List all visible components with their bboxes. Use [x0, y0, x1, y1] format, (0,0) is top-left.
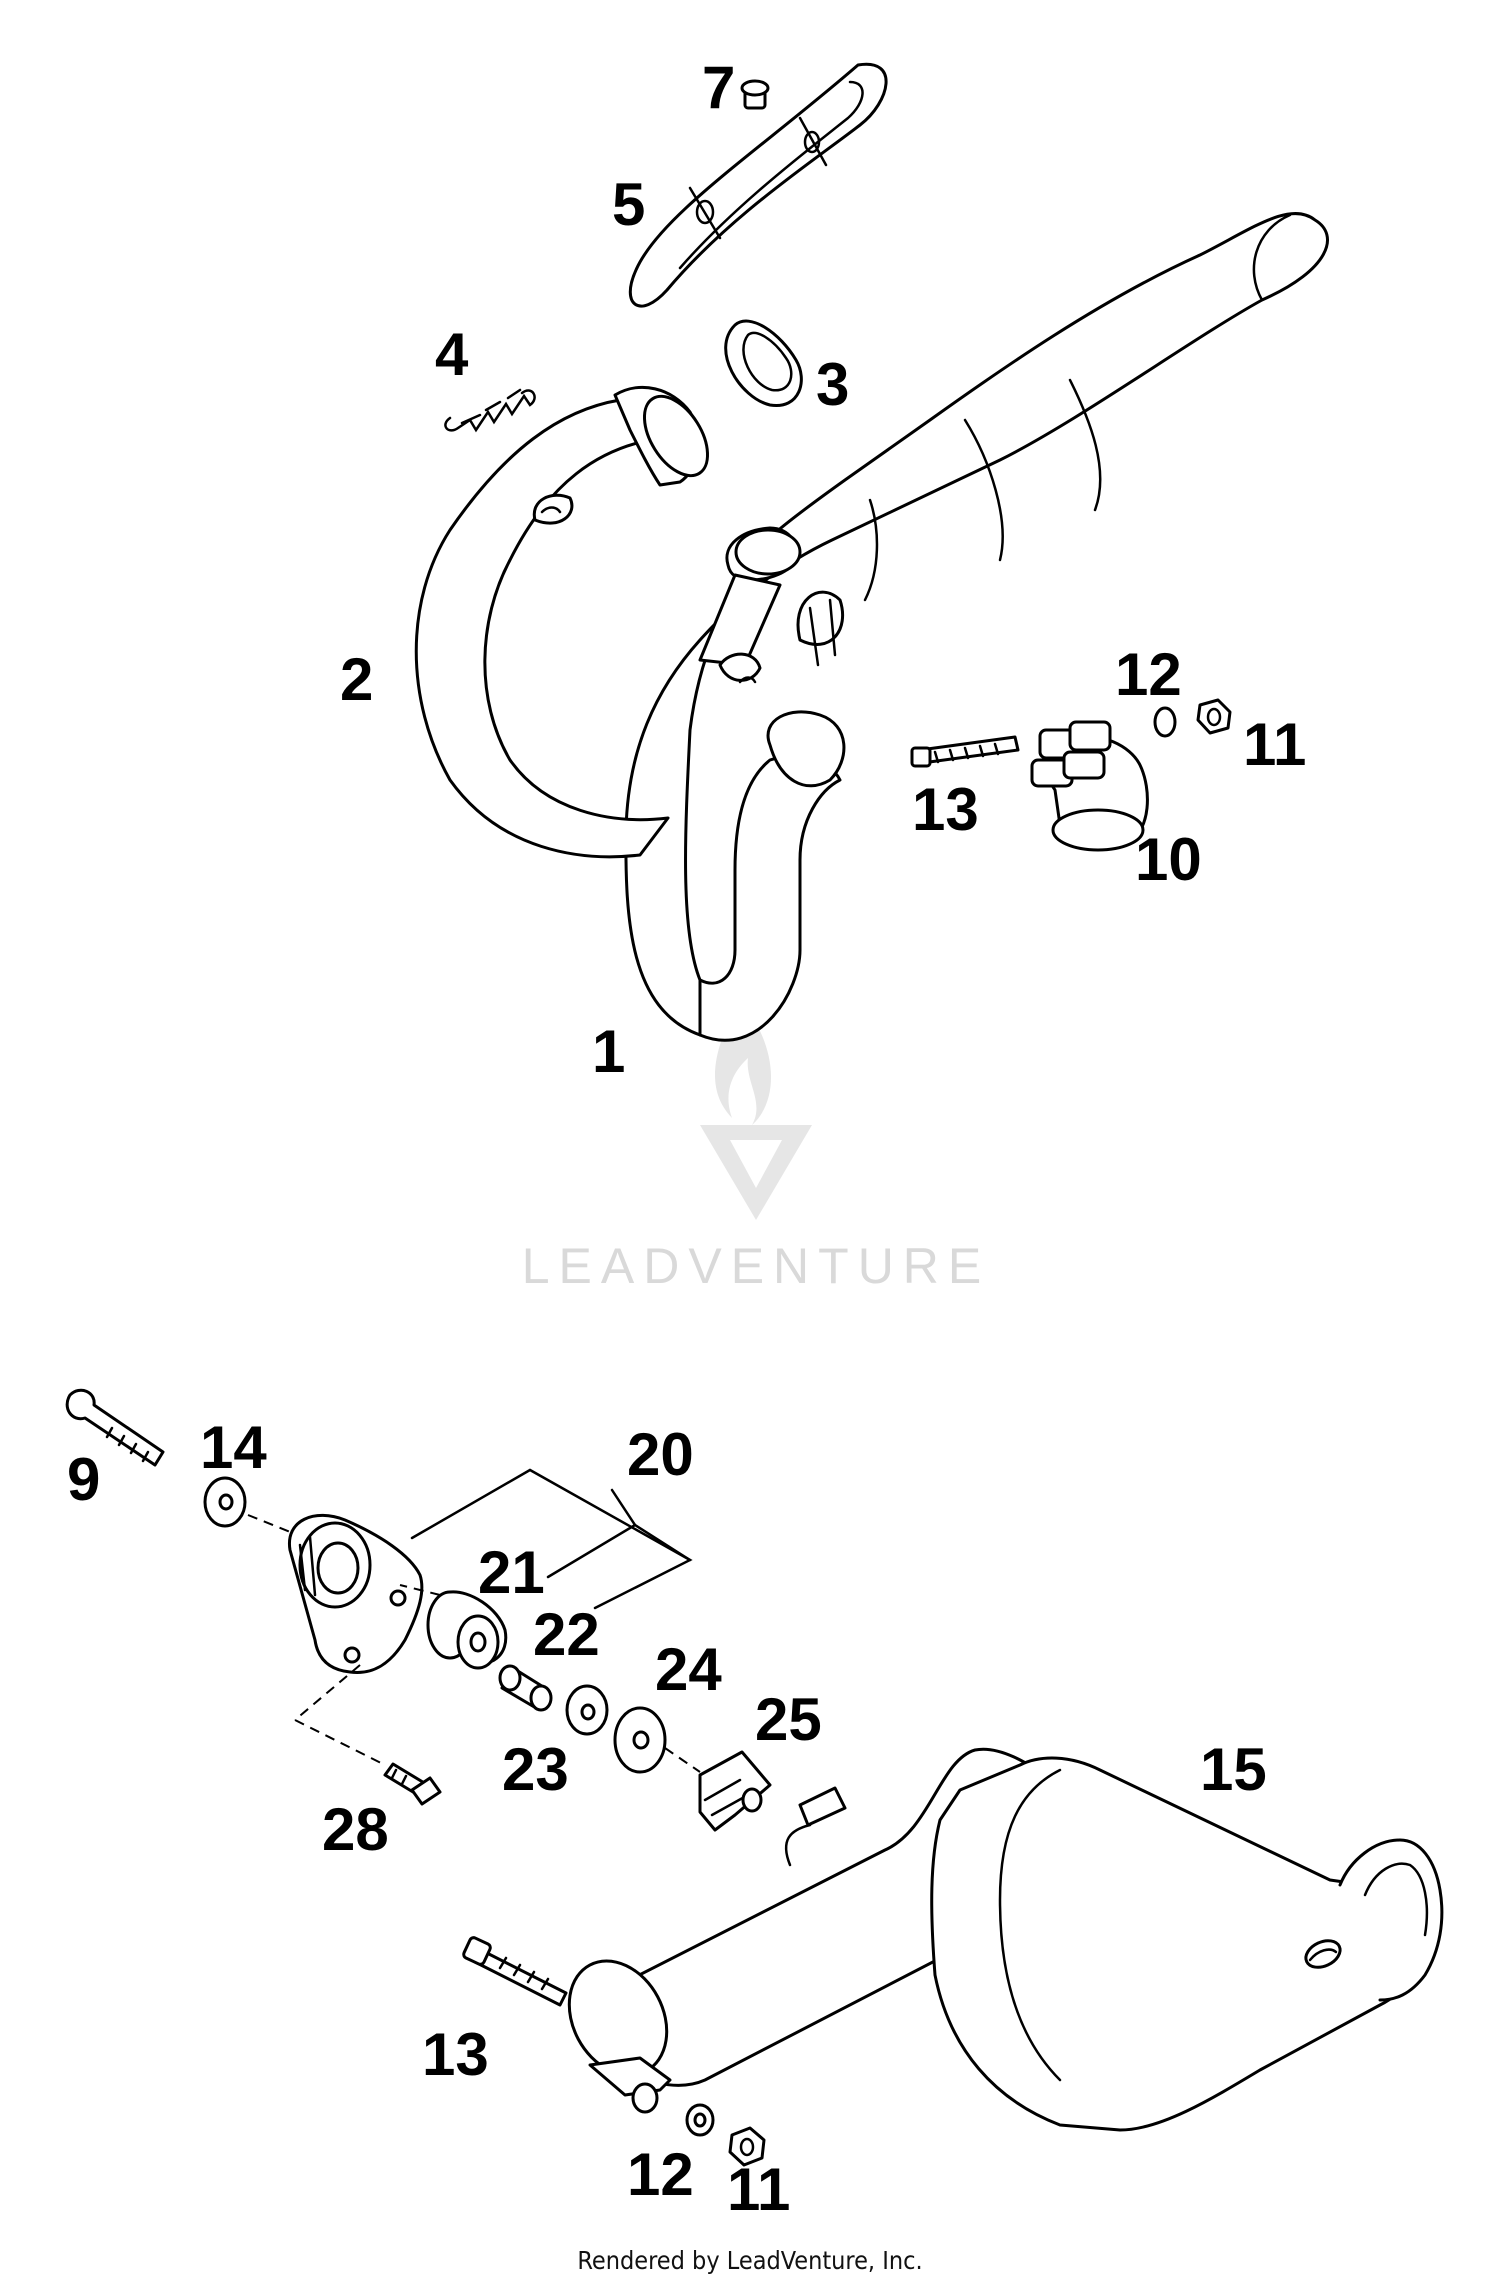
callout-7: 7	[702, 54, 735, 121]
callout-5: 5	[612, 171, 645, 238]
leader-lines	[410, 1468, 693, 1610]
callout-3: 3	[816, 351, 849, 418]
part-11-nut-lower	[728, 2126, 766, 2167]
callout-11-lower: 11	[727, 2156, 790, 2223]
part-3-gasket	[724, 319, 803, 407]
callout-14: 14	[200, 1414, 267, 1481]
callout-13-lower: 13	[422, 2021, 489, 2088]
part-7-bolt	[740, 79, 770, 110]
part-12-washer	[1153, 706, 1177, 738]
watermark-v-icon	[700, 1125, 812, 1220]
callout-23: 23	[502, 1736, 569, 1803]
part-14-washer	[203, 1476, 247, 1528]
part-11-nut	[1196, 698, 1232, 735]
watermark: LEADVENTURE	[522, 1000, 991, 1294]
callout-10: 10	[1135, 826, 1202, 893]
callout-1: 1	[592, 1018, 625, 1085]
part-9-bolt	[65, 1388, 165, 1467]
part-25-clip	[698, 1750, 772, 1832]
part-22-spacer	[498, 1664, 553, 1712]
part-20-bracket	[288, 1514, 424, 1675]
part-1-expansion-chamber	[624, 212, 1329, 1042]
part-5-heat-shield	[628, 62, 888, 308]
part-21-grommet	[426, 1590, 508, 1670]
callout-2: 2	[340, 646, 373, 713]
part-24-washer	[613, 1706, 667, 1774]
part-13-bolt-lower	[462, 1936, 568, 2007]
part-23-washer	[565, 1684, 609, 1736]
callout-15: 15	[1200, 1736, 1267, 1803]
callout-9: 9	[67, 1446, 100, 1513]
callout-22: 22	[533, 1601, 600, 1668]
callout-4: 4	[435, 321, 469, 388]
callout-13: 13	[912, 776, 979, 843]
callout-24: 24	[655, 1636, 722, 1703]
callout-25: 25	[755, 1686, 822, 1753]
callout-11: 11	[1243, 711, 1306, 778]
callout-20: 20	[627, 1421, 694, 1488]
part-28-bolt	[383, 1762, 442, 1806]
part-15-silencer	[567, 1747, 1444, 2132]
callout-12-lower: 12	[627, 2141, 694, 2208]
part-12-washer-lower	[685, 2103, 715, 2137]
part-2-header-pipe	[414, 386, 710, 859]
callout-12: 12	[1115, 641, 1182, 708]
part-10-clamp	[1030, 720, 1149, 852]
watermark-text: LEADVENTURE	[522, 1238, 991, 1294]
part-13-clamp-bolt	[910, 735, 1020, 768]
part-4-spring	[444, 388, 536, 433]
callout-21: 21	[478, 1539, 545, 1606]
callout-labels: 7 5 4 3 2 12 11 13 10 1 9 14 20 21 22 24…	[67, 54, 1306, 2223]
callout-28: 28	[322, 1796, 389, 1863]
footer-credit: Rendered by LeadVenture, Inc.	[577, 2246, 923, 2275]
